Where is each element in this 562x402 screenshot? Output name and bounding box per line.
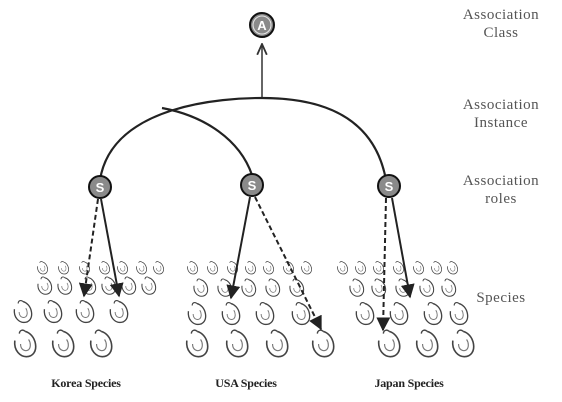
group-label-korea: Korea Species bbox=[51, 376, 121, 390]
species-glyph-usa-9 bbox=[241, 278, 257, 297]
species-layer bbox=[13, 261, 475, 358]
species-glyph-japan-2 bbox=[373, 261, 384, 275]
species-glyph-japan-8 bbox=[371, 278, 387, 297]
association-class-label-line2: Class bbox=[483, 25, 519, 41]
role-node-usa-label: S bbox=[248, 178, 257, 193]
species-glyph-japan-3 bbox=[393, 261, 404, 275]
japan-dashed-arrow bbox=[376, 197, 391, 332]
association-instance-label-line2: Instance bbox=[474, 115, 528, 131]
association-instance-curve bbox=[98, 96, 388, 181]
species-glyph-korea-14 bbox=[43, 299, 63, 324]
species-glyph-korea-12 bbox=[141, 276, 157, 295]
species-glyph-korea-16 bbox=[109, 299, 129, 324]
species-glyph-korea-4 bbox=[117, 261, 128, 275]
species-glyph-usa-0 bbox=[187, 261, 198, 275]
association-roles-label-line2: roles bbox=[485, 191, 517, 207]
usa-dashed-arrow bbox=[254, 196, 322, 331]
species-glyph-usa-7 bbox=[193, 278, 209, 297]
species-glyph-usa-3 bbox=[245, 261, 256, 275]
species-glyph-korea-5 bbox=[136, 261, 147, 275]
group-label-japan: Japan Species bbox=[374, 376, 444, 390]
species-glyph-japan-6 bbox=[447, 261, 458, 275]
species-glyph-japan-7 bbox=[349, 278, 365, 297]
group-label-usa: USA Species bbox=[215, 376, 277, 390]
association-class-label: Association Class bbox=[440, 6, 562, 42]
species-label: Species bbox=[476, 290, 526, 306]
species-glyph-japan-18 bbox=[451, 329, 475, 358]
species-glyph-korea-19 bbox=[89, 329, 113, 358]
species-glyph-usa-19 bbox=[311, 329, 335, 358]
association-instance-label: Association Instance bbox=[440, 96, 562, 132]
species-glyph-korea-13 bbox=[13, 299, 33, 324]
association-instance-branch bbox=[161, 106, 254, 176]
korea-solid-arrow bbox=[100, 198, 124, 298]
species-glyph-japan-17 bbox=[415, 329, 439, 358]
usa-solid-arrow bbox=[226, 196, 251, 300]
role-node-korea-label: S bbox=[96, 180, 105, 195]
association-class-node-label: A bbox=[257, 18, 267, 33]
species-glyph-korea-7 bbox=[37, 276, 53, 295]
role-node-japan: S bbox=[377, 174, 401, 198]
species-glyph-japan-16 bbox=[377, 329, 401, 358]
species-glyph-korea-8 bbox=[57, 276, 73, 295]
korea-dashed-arrow bbox=[78, 198, 99, 298]
species-glyph-korea-10 bbox=[101, 276, 117, 295]
association-roles-label: Association roles bbox=[440, 172, 562, 208]
association-class-node: A bbox=[249, 12, 275, 38]
japan-solid-arrow bbox=[391, 197, 415, 299]
species-glyph-usa-14 bbox=[255, 301, 275, 326]
species-glyph-korea-18 bbox=[51, 329, 75, 358]
species-glyph-usa-4 bbox=[263, 261, 274, 275]
species-glyph-usa-11 bbox=[289, 278, 305, 297]
species-glyph-korea-17 bbox=[13, 329, 37, 358]
species-glyph-usa-18 bbox=[265, 329, 289, 358]
species-glyph-korea-6 bbox=[153, 261, 164, 275]
species-glyph-japan-4 bbox=[413, 261, 424, 275]
species-glyph-korea-0 bbox=[37, 261, 48, 275]
species-glyph-usa-15 bbox=[291, 301, 311, 326]
species-glyph-usa-1 bbox=[207, 261, 218, 275]
species-glyph-japan-14 bbox=[423, 301, 443, 326]
association-roles-label-line1: Association bbox=[462, 173, 540, 189]
species-glyph-usa-8 bbox=[217, 278, 233, 297]
species-glyph-korea-9 bbox=[81, 276, 97, 295]
species-glyph-usa-17 bbox=[225, 329, 249, 358]
role-node-japan-label: S bbox=[385, 179, 394, 194]
species-glyph-japan-15 bbox=[449, 301, 469, 326]
species-glyph-japan-12 bbox=[355, 301, 375, 326]
association-instance-label-line1: Association bbox=[462, 97, 540, 113]
species-glyph-korea-11 bbox=[121, 276, 137, 295]
species-glyph-usa-16 bbox=[185, 329, 209, 358]
species-glyph-usa-10 bbox=[265, 278, 281, 297]
species-glyph-usa-13 bbox=[221, 301, 241, 326]
role-node-usa: S bbox=[240, 173, 264, 197]
species-glyph-usa-6 bbox=[301, 261, 312, 275]
species-glyph-japan-13 bbox=[389, 301, 409, 326]
species-glyph-japan-11 bbox=[441, 278, 457, 297]
species-glyph-japan-1 bbox=[355, 261, 366, 275]
species-glyph-japan-5 bbox=[431, 261, 442, 275]
species-glyph-usa-12 bbox=[187, 301, 207, 326]
species-glyph-japan-10 bbox=[419, 278, 435, 297]
species-glyph-japan-0 bbox=[337, 261, 348, 275]
role-node-korea: S bbox=[88, 175, 112, 199]
species-glyph-korea-15 bbox=[75, 299, 95, 324]
species-glyph-korea-1 bbox=[58, 261, 69, 275]
association-class-label-line1: Association bbox=[462, 7, 540, 23]
species-glyph-korea-3 bbox=[99, 261, 110, 275]
